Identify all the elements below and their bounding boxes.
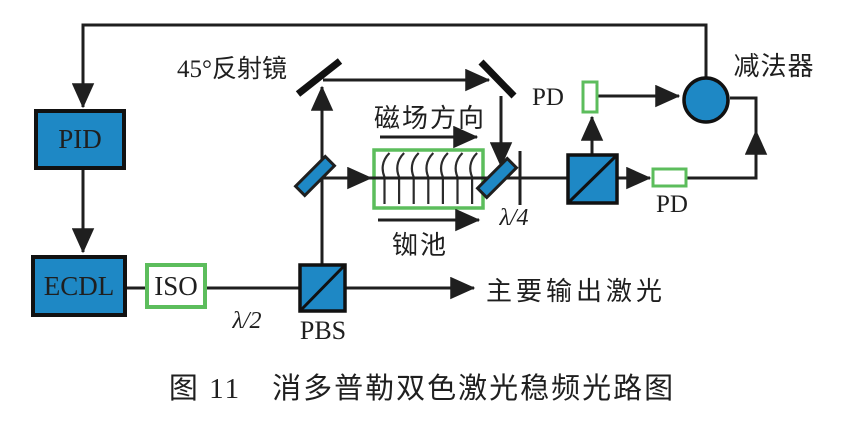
photodetector-bottom bbox=[651, 167, 688, 188]
mirror-45-right bbox=[478, 59, 517, 99]
quarter-wave-plate-label: λ/4 bbox=[499, 205, 529, 231]
half-wave-plate-label: λ/2 bbox=[232, 308, 262, 334]
beam-splitter-plate-left bbox=[293, 154, 337, 198]
figure-caption: 图 11 消多普勒双色激光稳频光路图 bbox=[168, 373, 676, 405]
pid-box bbox=[34, 109, 126, 170]
analyzer-cube bbox=[566, 153, 619, 205]
main-output-label: 主要输出激光 bbox=[486, 277, 667, 306]
pd-bottom-label: PD bbox=[656, 191, 688, 218]
feedback-line bbox=[71, 23, 708, 109]
subtractor-circle bbox=[682, 76, 730, 124]
ecdl-box bbox=[31, 255, 127, 317]
iso-label: ISO bbox=[154, 270, 198, 301]
rb-cell-label: 铷池 bbox=[391, 231, 448, 260]
field-direction-label: 磁场方向 bbox=[373, 104, 486, 133]
beam-splitter-plate-right bbox=[475, 156, 519, 200]
pbs-cube bbox=[298, 263, 347, 313]
pbs-label: PBS bbox=[299, 316, 347, 345]
mirror-45-label: 45°反射镜 bbox=[177, 56, 287, 83]
iso-box bbox=[145, 263, 207, 309]
subtractor-label: 减法器 bbox=[733, 52, 815, 81]
pd-top-label: PD bbox=[532, 84, 564, 111]
ecdl-label: ECDL bbox=[43, 270, 115, 301]
pid-label: PID bbox=[58, 124, 102, 154]
photodetector-top bbox=[581, 80, 599, 114]
mirror-45-left bbox=[295, 58, 343, 97]
